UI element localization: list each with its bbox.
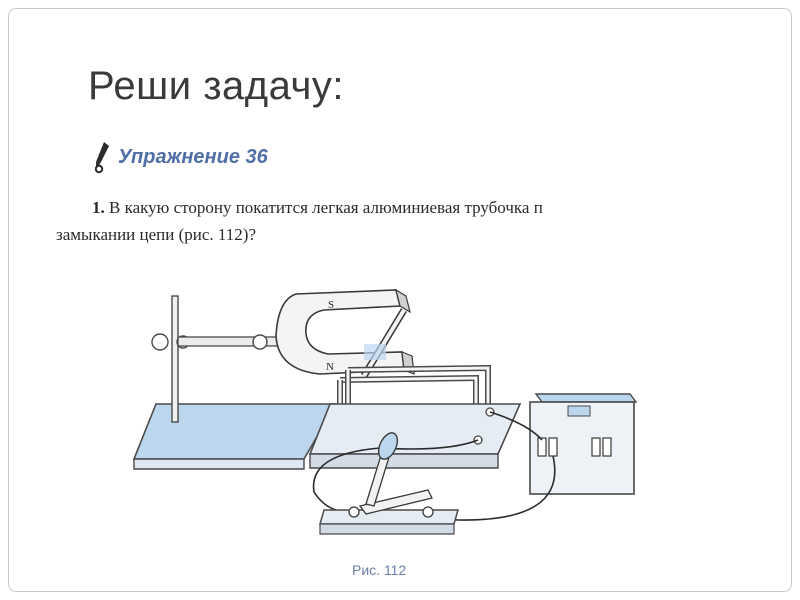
exercise-header: Упражнение 36 xyxy=(90,140,268,174)
task-text-line-2: замыкании цепи (рис. 112)? xyxy=(56,225,256,244)
stand-rod xyxy=(171,295,179,423)
aluminium-tube xyxy=(361,308,407,378)
circuit-figure: S N xyxy=(132,288,638,535)
task-text: 1. В какую сторону покатится легкая алюм… xyxy=(56,194,736,248)
stand-base xyxy=(132,403,338,470)
figure-caption: Рис. 112 xyxy=(352,562,407,578)
pen-icon xyxy=(94,142,109,174)
knife-switch xyxy=(319,432,459,535)
slide-title: Реши задачу: xyxy=(88,64,344,108)
task-number: 1. xyxy=(92,198,105,217)
power-supply xyxy=(529,393,638,495)
task-text-line-1: В какую сторону покатится легкая алюмини… xyxy=(109,198,543,217)
task-line-1: 1. В какую сторону покатится легкая алюм… xyxy=(56,194,736,221)
magnet-pole-s: S xyxy=(328,299,334,311)
magnet-pole-n: N xyxy=(326,361,334,373)
rail-board xyxy=(308,403,522,469)
exercise-title: Упражнение 36 xyxy=(118,145,268,168)
